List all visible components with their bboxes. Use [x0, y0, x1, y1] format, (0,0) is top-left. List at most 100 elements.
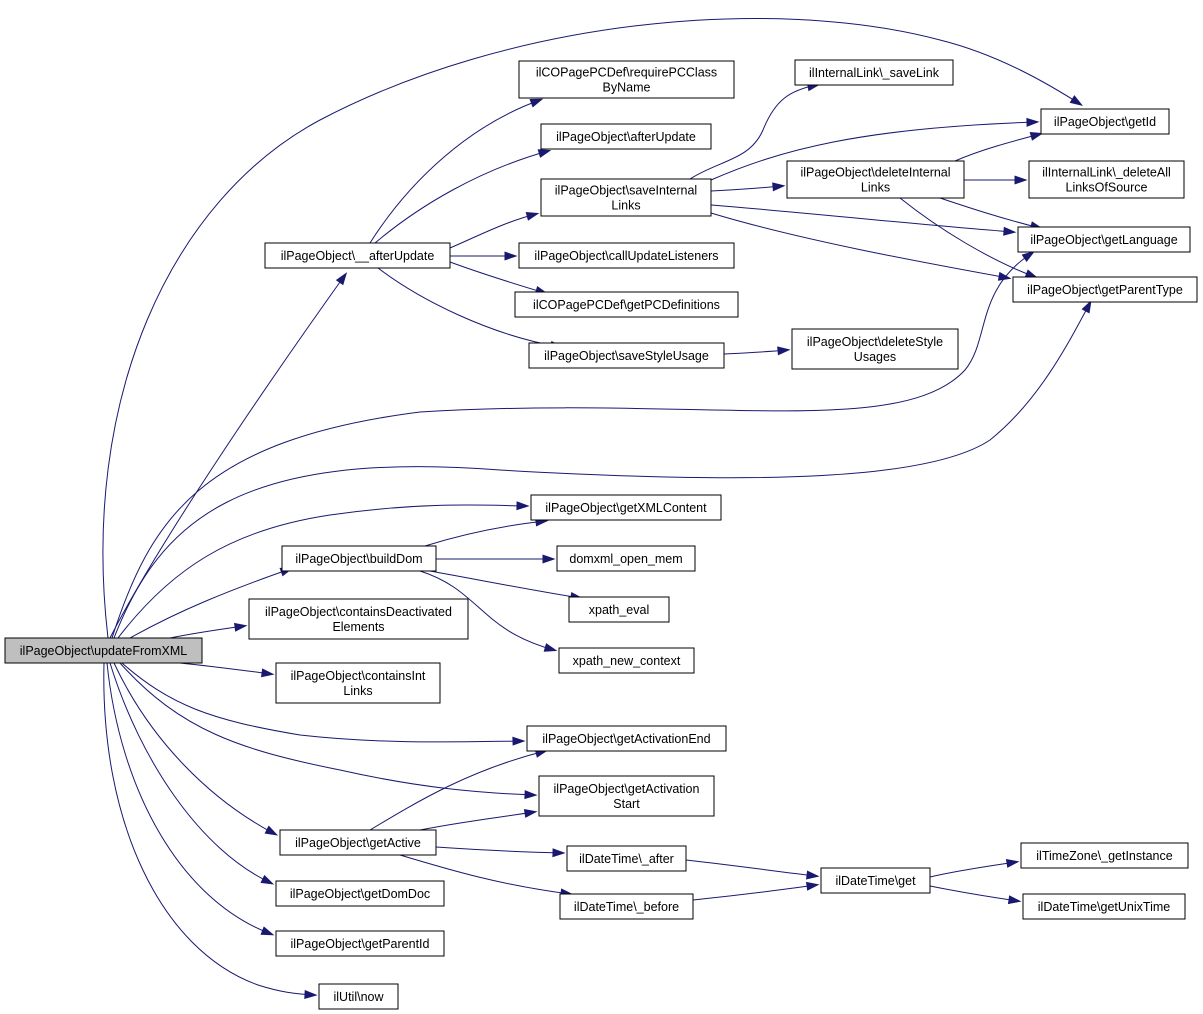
edge-arrowhead [542, 554, 556, 564]
node-saveStyle[interactable]: ilPageObject\saveStyleUsage [528, 342, 725, 369]
node-domxml[interactable]: domxml_open_mem [556, 545, 696, 572]
node-box [518, 60, 735, 99]
edge-arrowhead [1069, 95, 1084, 106]
node-getPCDef[interactable]: ilCOPagePCDef\getPCDefinitions [514, 291, 739, 318]
node-box [526, 725, 727, 752]
edge-line [419, 811, 535, 831]
node-tzGet[interactable]: ilTimeZone\_getInstance [1020, 842, 1189, 869]
node-getDomDoc[interactable]: ilPageObject\getDomDoc [275, 880, 445, 907]
node-buildDom[interactable]: ilPageObject\buildDom [281, 545, 437, 572]
edge-updateFromXML-to-getDomDoc [109, 662, 275, 885]
edge-buildDom-to-xpathEval [429, 570, 584, 601]
node-label: ilPageObject\getActivationEnd [542, 732, 710, 746]
node-label: ilPageObject\__afterUpdate [281, 249, 435, 263]
node-getXML[interactable]: ilPageObject\getXMLContent [530, 494, 722, 521]
edge-dtBefore-to-dtGet [692, 881, 820, 901]
edge-updateFromXML-to-now [103, 662, 318, 999]
node-xpathNew[interactable]: xpath_new_context [558, 647, 695, 674]
node-label: ByName [603, 81, 651, 95]
node-box [248, 598, 469, 640]
edge-updateFromXML-to-getActEnd [121, 662, 526, 746]
node-getActive[interactable]: ilPageObject\getActive [279, 829, 437, 856]
node-label: ilPageObject\deleteInternal [800, 166, 950, 180]
edge-line [710, 185, 783, 192]
edge-arrowhead [525, 212, 540, 221]
node-updateFromXML[interactable]: ilPageObject\updateFromXML [4, 637, 203, 664]
node-box [514, 291, 739, 318]
node-getActEnd[interactable]: ilPageObject\getActivationEnd [526, 725, 727, 752]
edge-arrowhead [997, 271, 1012, 281]
node-getParentType[interactable]: ilPageObject\getParentType [1012, 276, 1198, 303]
node-label: ilDateTime\_after [579, 852, 674, 866]
node-label: ilPageObject\saveStyleUsage [544, 349, 709, 363]
edge-line [169, 625, 245, 639]
edge-line [111, 252, 1033, 639]
node-afterUpdate2[interactable]: ilPageObject\__afterUpdate [264, 242, 451, 269]
edge-line [685, 859, 817, 877]
node-now[interactable]: ilUtil\now [318, 983, 399, 1010]
node-label: ilPageObject\afterUpdate [556, 130, 696, 144]
edge-arrowhead [1005, 858, 1020, 868]
edge-updateFromXML-to-containsInt [179, 662, 275, 678]
node-callUpdate[interactable]: ilPageObject\callUpdateListeners [518, 242, 735, 269]
edge-dtAfter-to-dtGet [685, 859, 820, 880]
edge-line [374, 150, 549, 244]
edge-arrowhead [234, 622, 248, 632]
node-label: ilPageObject\getDomDoc [290, 887, 430, 901]
node-box [528, 342, 725, 369]
edge-arrowhead [304, 989, 318, 999]
edge-updateFromXML-to-getActive [113, 662, 279, 836]
node-label: ilPageObject\getParentId [291, 937, 430, 951]
edge-arrowhead [335, 272, 348, 286]
node-getUnix[interactable]: ilDateTime\getUnixTime [1022, 893, 1186, 920]
node-label: Start [613, 797, 640, 811]
node-dtAfter[interactable]: ilDateTime\_after [566, 845, 687, 872]
node-afterUpdate[interactable]: ilPageObject\afterUpdate [540, 123, 712, 150]
node-box [518, 242, 735, 269]
edge-arrowhead [261, 668, 275, 678]
edge-line [113, 302, 1091, 639]
node-getLanguage[interactable]: ilPageObject\getLanguage [1017, 226, 1191, 253]
edge-buildDom-to-xpathNew [419, 570, 558, 652]
edge-buildDom-to-getXML [424, 517, 549, 547]
edge-arrowhead [552, 848, 566, 858]
node-dtBefore[interactable]: ilDateTime\_before [559, 893, 694, 920]
edge-line [939, 197, 1041, 229]
node-label: ilDateTime\get [835, 874, 916, 888]
node-saveLink[interactable]: ilInternalLink\_saveLink [794, 59, 954, 86]
node-label: ilPageObject\deleteStyle [807, 335, 943, 349]
edge-updateFromXML-to-getParentType [113, 299, 1092, 639]
node-getParentId[interactable]: ilPageObject\getParentId [275, 930, 445, 957]
node-label: Usages [854, 350, 896, 364]
node-xpathEval[interactable]: xpath_eval [568, 596, 670, 623]
edge-deleteInternal-to-getParentType [899, 197, 1039, 279]
node-label: Links [861, 181, 890, 195]
edge-dtGet-to-getUnix [929, 885, 1022, 905]
node-box [794, 59, 954, 86]
edge-line [106, 662, 272, 935]
edge-saveInternal-to-getId [710, 117, 1040, 181]
node-box [566, 845, 687, 872]
edge-line [129, 568, 291, 639]
edge-line [929, 885, 1019, 902]
edge-arrowhead [1029, 132, 1044, 141]
edge-line [424, 520, 546, 547]
node-dtGet[interactable]: ilDateTime\get [820, 867, 931, 894]
edge-line [109, 274, 346, 639]
node-label: Links [611, 199, 640, 213]
node-box [820, 867, 931, 894]
node-label: ilPageObject\getXMLContent [545, 501, 707, 515]
node-getId[interactable]: ilPageObject\getId [1040, 108, 1170, 135]
node-label: ilPageObject\getId [1054, 115, 1156, 129]
edge-afterUpdate2-to-requirePC [369, 98, 544, 244]
edge-updateFromXML-to-getXML [117, 501, 530, 639]
node-label: ilUtil\now [333, 990, 384, 1004]
